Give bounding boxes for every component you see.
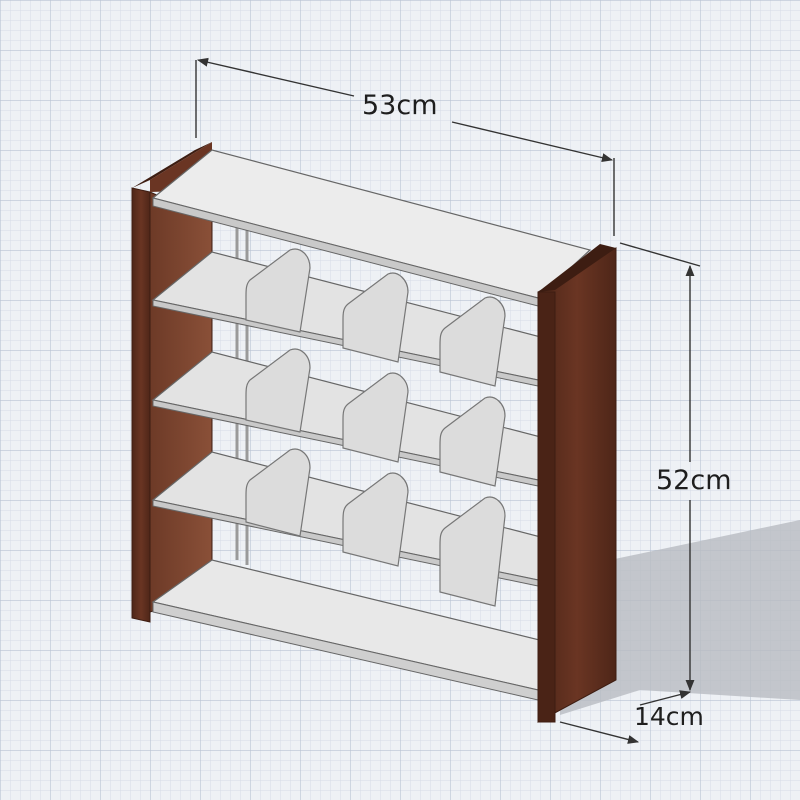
width-dimension-label: 53cm <box>362 90 438 121</box>
depth-dimension-label: 14cm <box>634 702 704 731</box>
width-dimension-line <box>195 57 615 236</box>
depth-dimension-line <box>559 690 692 744</box>
height-dimension-label: 52cm <box>656 465 732 496</box>
dividers-row-1 <box>245 248 506 387</box>
top-board <box>151 149 592 307</box>
height-dimension-line <box>619 242 701 692</box>
dividers-row-3 <box>245 448 506 607</box>
right-side-panel <box>537 244 617 723</box>
dividers-row-2 <box>245 348 506 487</box>
